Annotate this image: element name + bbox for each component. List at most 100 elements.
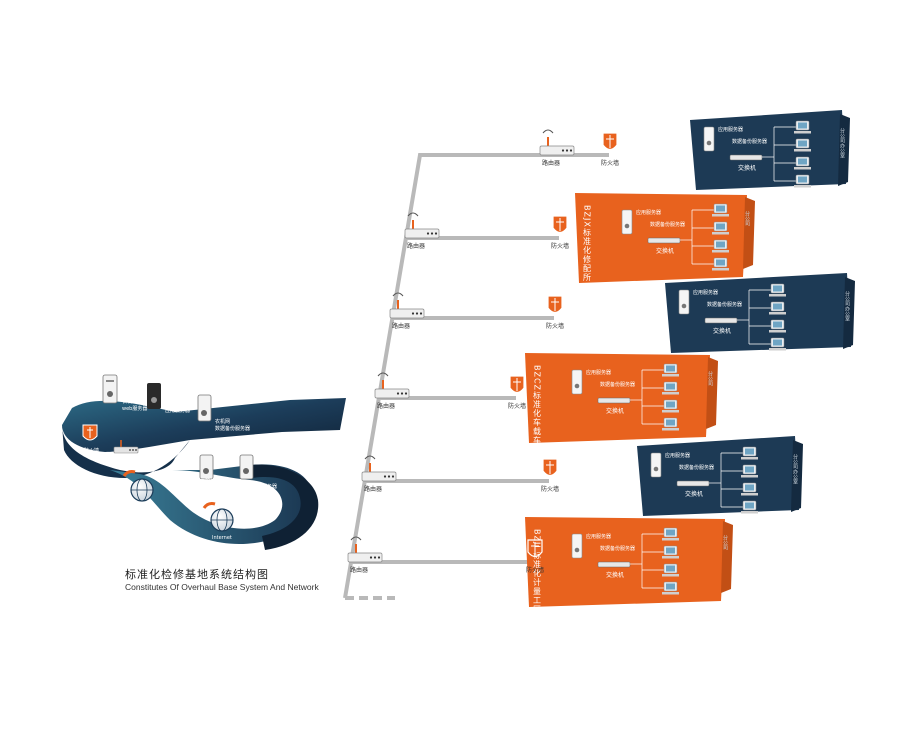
left-server-e-label: 目前数据备份服务器 bbox=[232, 483, 277, 490]
router-icon bbox=[361, 455, 397, 482]
left-server-b-label: 农机网 bbox=[165, 400, 180, 407]
internet-label-1: Internet bbox=[134, 504, 154, 510]
workstation-icon bbox=[712, 203, 729, 217]
workstation-icon bbox=[662, 563, 679, 577]
router-icon bbox=[347, 536, 383, 563]
workstation-icon bbox=[794, 156, 811, 170]
internet-label-2: Internet bbox=[212, 535, 232, 541]
switch-icon bbox=[729, 154, 763, 161]
server-icon bbox=[199, 454, 214, 480]
site-name: BZDZ标准化电子车间 bbox=[560, 464, 639, 474]
caption-title-en: Constitutes Of Overhaul Base System And … bbox=[125, 582, 319, 592]
site-name: BZJD标准化检修所 bbox=[620, 138, 688, 148]
switch-label: 交换机 bbox=[606, 571, 624, 579]
router-icon bbox=[539, 129, 575, 156]
tree-lines bbox=[680, 209, 714, 265]
workstation-icon bbox=[741, 446, 758, 460]
globe-icon bbox=[202, 502, 234, 532]
site-panel bbox=[637, 436, 799, 516]
site-name: BZCZ标准化车载车间 bbox=[533, 365, 542, 454]
left-server-d-label: 局域应用服务器 bbox=[185, 478, 220, 485]
site-side-label: 分公司办公室 bbox=[844, 290, 850, 321]
left-server-b-sub: 应用服务器 bbox=[165, 407, 190, 414]
workstation-icon bbox=[741, 482, 758, 496]
site-name: BZZH标准化综合工区 bbox=[565, 301, 643, 311]
router-label: 路由器 bbox=[392, 322, 410, 330]
db-server-label: 数据备份服务器 bbox=[650, 221, 685, 228]
switch-label: 交换机 bbox=[713, 327, 731, 335]
site-side-tab bbox=[743, 197, 755, 269]
db-server-label: 数据备份服务器 bbox=[600, 545, 635, 552]
workstation-icon bbox=[712, 239, 729, 253]
left-server-c-sub: 数据备份服务器 bbox=[215, 425, 250, 432]
tree-lines bbox=[709, 452, 743, 508]
firewall-icon bbox=[552, 215, 568, 234]
server-icon bbox=[147, 383, 161, 409]
left-server-c-label: 农机网 bbox=[215, 418, 230, 425]
site-rows: 路由器分公司办公室防火墙BZJD标准化检修所应用服务器数据备份服务器交换机路由器… bbox=[347, 110, 855, 614]
switch-icon bbox=[676, 480, 710, 487]
db-server-label: 数据备份服务器 bbox=[707, 301, 742, 308]
workstation-icon bbox=[769, 283, 786, 297]
firewall-label: 防火墙 bbox=[546, 322, 564, 330]
site-side-tab bbox=[791, 440, 803, 512]
switch-icon bbox=[597, 561, 631, 568]
ribbon-lower bbox=[110, 464, 314, 544]
tree-lines bbox=[630, 533, 664, 589]
switch-icon bbox=[704, 317, 738, 324]
router-label: 路由器 bbox=[364, 485, 382, 493]
site-side-tab bbox=[706, 357, 718, 429]
firewall-label: 防火墙 bbox=[601, 159, 619, 167]
router-icon bbox=[404, 212, 440, 239]
firewall-icon bbox=[527, 539, 543, 558]
workstation-icon bbox=[662, 581, 679, 595]
router-label: 路由器 bbox=[542, 159, 560, 167]
site-name: BZJL标准化计量工区 bbox=[533, 529, 542, 614]
firewall-icon bbox=[82, 424, 98, 441]
app-server-label: 应用服务器 bbox=[636, 209, 661, 216]
workstation-icon bbox=[794, 120, 811, 134]
globe-icon bbox=[122, 470, 154, 502]
site-side-label: 分公司 bbox=[744, 210, 750, 226]
switch-icon bbox=[647, 237, 681, 244]
left-router-label: 路由器 bbox=[140, 448, 155, 455]
app-server-label: 应用服务器 bbox=[693, 289, 718, 296]
ribbon-top bbox=[62, 398, 346, 452]
server-icon bbox=[703, 126, 715, 152]
site-side-tab bbox=[838, 114, 850, 186]
app-server-label: 应用服务器 bbox=[718, 126, 743, 133]
workstation-icon bbox=[741, 464, 758, 478]
db-server-label: 数据备份服务器 bbox=[732, 138, 767, 145]
firewall-icon bbox=[509, 375, 525, 394]
tree-lines bbox=[762, 126, 796, 182]
server-icon bbox=[678, 289, 690, 315]
ribbon-tail bbox=[250, 464, 319, 550]
server-icon bbox=[102, 374, 118, 404]
switch-label: 交换机 bbox=[685, 490, 703, 498]
server-icon bbox=[650, 452, 662, 478]
router-icon bbox=[113, 440, 139, 454]
db-server-label: 数据备份服务器 bbox=[679, 464, 714, 471]
switch-label: 交换机 bbox=[656, 247, 674, 255]
site-panel bbox=[665, 273, 851, 353]
caption-title-cn: 标准化检修基地系统结构图 bbox=[125, 568, 269, 581]
firewall-icon bbox=[602, 132, 618, 151]
firewall-label: 防火墙 bbox=[551, 242, 569, 250]
workstation-icon bbox=[662, 399, 679, 413]
site-name: BZJX标准化修配所 bbox=[583, 205, 592, 282]
workstation-icon bbox=[741, 500, 758, 514]
workstation-icon bbox=[769, 301, 786, 315]
app-server-label: 应用服务器 bbox=[665, 452, 690, 459]
workstation-icon bbox=[794, 174, 811, 188]
site-side-label: 分公司办公室 bbox=[839, 127, 845, 158]
workstation-icon bbox=[769, 319, 786, 333]
site-side-tab bbox=[721, 521, 733, 593]
router-icon bbox=[374, 372, 410, 399]
firewall-label: 防火墙 bbox=[526, 566, 544, 574]
switch-label: 交换机 bbox=[738, 164, 756, 172]
workstation-icon bbox=[662, 545, 679, 559]
